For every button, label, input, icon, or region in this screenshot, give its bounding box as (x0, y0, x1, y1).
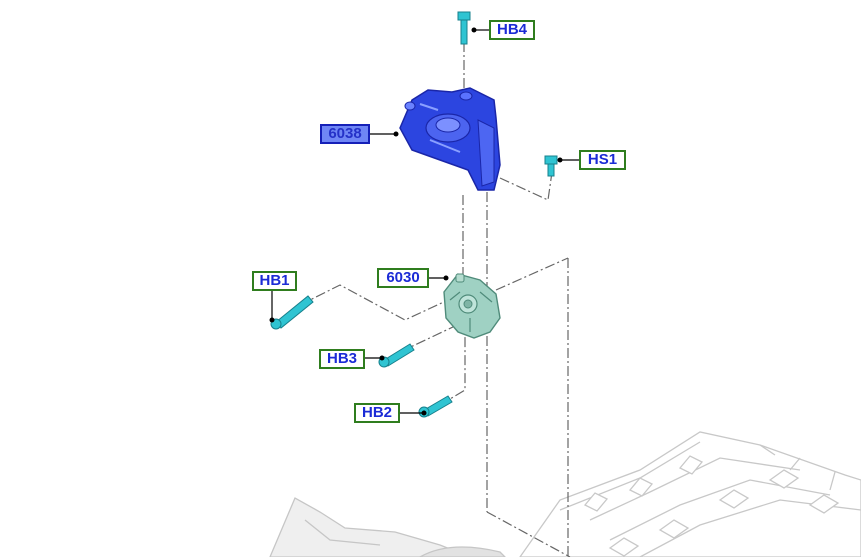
callout-hb2[interactable]: HB2 (354, 403, 400, 423)
callout-hs1[interactable]: HS1 (579, 150, 626, 170)
callout-6030[interactable]: 6030 (377, 268, 429, 288)
callout-hb1[interactable]: HB1 (252, 271, 297, 291)
lower-mount-bracket (443, 273, 501, 339)
bolt-hb1 (270, 295, 314, 330)
bolt-hb4 (457, 11, 471, 45)
callout-hb4[interactable]: HB4 (489, 20, 535, 40)
leader-dots (269, 27, 563, 416)
bolt-hb2 (418, 395, 453, 418)
bolt-hb3 (378, 343, 415, 368)
engine-block (519, 431, 861, 557)
callout-6038[interactable]: 6038 (320, 124, 370, 144)
callout-hb3[interactable]: HB3 (319, 349, 365, 369)
upper-engine-mount (399, 87, 501, 191)
stud-hs1 (544, 155, 558, 177)
leader-lines (271, 29, 579, 414)
lower-shroud (269, 497, 506, 557)
